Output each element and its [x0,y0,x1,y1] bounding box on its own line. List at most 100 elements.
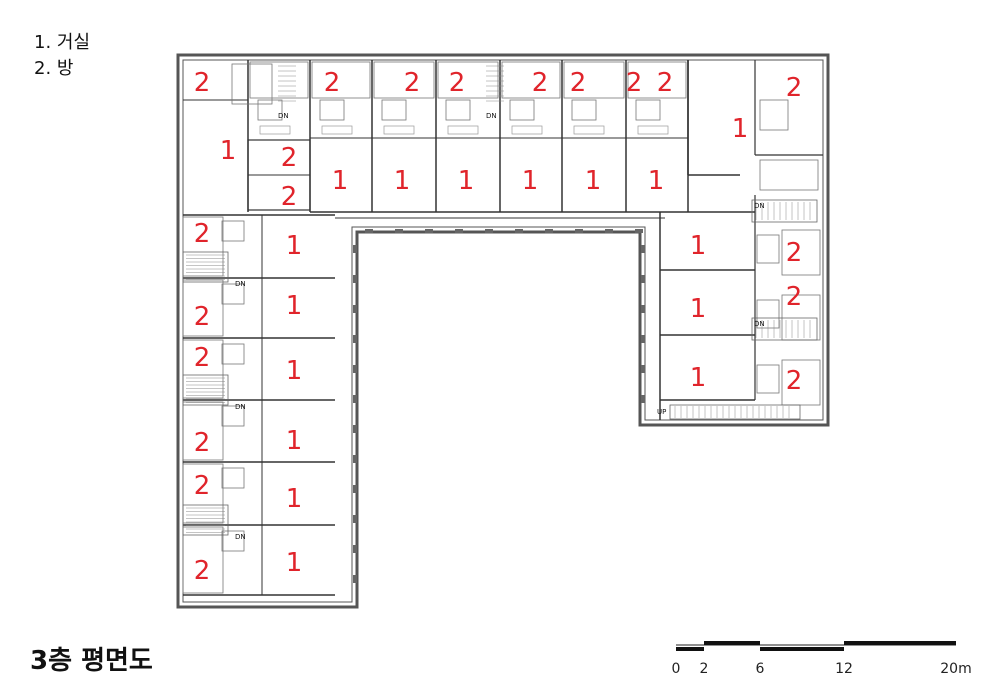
room-label-room: 2 [281,182,298,212]
plan-title: 3층 평면도 [30,646,153,676]
room-label-room: 2 [657,68,674,98]
room-label-room: 2 [194,219,211,249]
legend-item-room: 2. 방 [34,58,74,79]
kitchen-counter [573,125,605,135]
room-label-room: 2 [281,143,298,173]
room-label-room: 2 [404,68,421,98]
kitchen-counter [511,125,543,135]
courtyard-window-mark [605,229,613,233]
bathroom-box [319,99,345,121]
left-room-box [182,526,224,594]
room-label-room: 2 [194,68,211,98]
courtyard-window-mark [635,229,643,233]
room-label-living: 1 [286,291,303,321]
room-label-living: 1 [522,166,539,196]
courtyard-window-mark [353,395,357,403]
bathroom-box [756,234,780,264]
legend-item-living: 1. 거실 [34,32,91,53]
stair: DN [751,199,818,223]
stair: DN [486,65,504,120]
scale-tick-label: 12 [835,661,853,677]
top-room-box [501,61,561,99]
stair-down-label: DN [235,533,246,541]
bathroom-box [221,530,245,552]
scale-tick-label: 20m [940,661,971,677]
room-label-room: 2 [626,68,643,98]
room-label-room: 2 [194,556,211,586]
room-label-living: 1 [286,356,303,386]
bathroom-box [756,364,780,394]
room-label-living: 1 [394,166,411,196]
bathroom-box [571,99,597,121]
top-room-box [249,61,309,99]
courtyard-window-mark [575,229,583,233]
bathroom-box [381,99,407,121]
courtyard-window-mark [353,335,357,343]
bathroom-box [221,405,245,427]
courtyard-window-mark [641,335,645,343]
right-room-box [781,229,821,276]
scale-segment [844,641,956,645]
scale-segment [760,647,844,651]
stair: DN [182,504,246,541]
room-label-living: 1 [690,231,707,261]
left-room-box [182,463,224,524]
room-label-living: 1 [286,548,303,578]
courtyard-window-mark [545,229,553,233]
kitchen-counter [637,125,669,135]
stair: DN [751,317,818,341]
stair-down-label: DN [754,202,765,210]
scale-tick-label: 2 [700,661,709,677]
stair-down-label: DN [754,320,765,328]
courtyard-window-mark [353,485,357,493]
top-room-box [563,61,625,99]
stair-down-label: DN [235,280,246,288]
room-label-living: 1 [690,363,707,393]
bathroom-box [759,99,789,131]
courtyard-window-mark [641,365,645,373]
top-room-box [627,61,687,99]
courtyard-window-mark [485,229,493,233]
room-label-living: 1 [458,166,475,196]
kitchen-counter [447,125,479,135]
courtyard-window-mark [353,575,357,583]
legend: 1. 거실 2. 방 [34,30,90,82]
room-label-room: 2 [786,238,803,268]
room-label-living: 1 [648,166,665,196]
courtyard-window-mark [641,275,645,283]
courtyard-window-mark [515,229,523,233]
bathroom-box [759,159,819,191]
room-label-room: 2 [786,282,803,312]
room-label-room: 2 [324,68,341,98]
bathroom-box [221,343,245,365]
room-label-room: 2 [449,68,466,98]
room-label-living: 1 [286,231,303,261]
room-label-room: 2 [194,471,211,501]
stair-down-label: DN [278,112,289,120]
stair: DN [182,251,246,288]
courtyard-window-mark [353,245,357,253]
stair-down-label: DN [235,403,246,411]
top-room-box [311,61,371,99]
courtyard-window-mark [365,229,373,233]
bathroom-box [221,220,245,242]
courtyard-window-mark [353,545,357,553]
room-label-room: 2 [194,428,211,458]
top-room-box [373,61,435,99]
kitchen-counter [383,125,415,135]
bathroom-box [635,99,661,121]
courtyard-window-mark [455,229,463,233]
scale-segment [676,647,704,651]
right-room-box [781,359,821,406]
courtyard-window-mark [641,305,645,313]
room-label-living: 1 [585,166,602,196]
room-label-living: 1 [332,166,349,196]
courtyard-window-mark [353,425,357,433]
scale-segment [704,641,760,645]
plan-walls [176,53,830,609]
room-label-room: 2 [194,343,211,373]
